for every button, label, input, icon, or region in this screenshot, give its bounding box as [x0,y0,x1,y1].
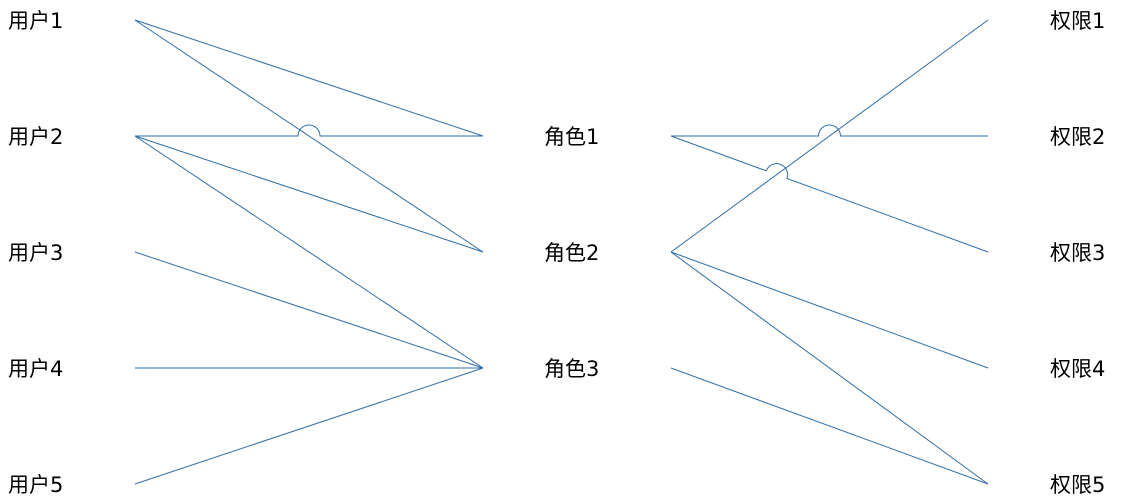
user-node-label-3: 用户3 [8,241,63,265]
permission-node-label-2: 权限2 [1050,125,1105,149]
edge-u2-r3 [134,135,484,369]
user-node-label-2: 用户2 [8,125,63,149]
permission-node-label-4: 权限4 [1050,357,1105,381]
edge-r2-p4 [670,251,989,369]
edge-r1-p2 [671,124,988,137]
user-node-label-5: 用户5 [8,473,63,497]
edge-u5-r3 [134,367,484,485]
role-node-label-1: 角色1 [544,125,599,149]
edge-u1-r1 [134,19,484,137]
permission-node-label-3: 权限3 [1050,241,1105,265]
edge-u2-r2 [134,135,484,253]
edge-r2-p5 [670,251,989,485]
user-node-label-1: 用户1 [8,9,63,33]
role-node-label-3: 角色3 [544,357,599,381]
user-node-label-4: 用户4 [8,357,63,381]
role-node-label-2: 角色2 [544,241,599,265]
labels-layer: 用户1 用户2 用户3 用户4 用户5 角色1 角色2 角色3 权限1 权限2 … [8,9,1105,497]
edge-r3-p5 [670,367,989,485]
permission-node-label-1: 权限1 [1050,9,1105,33]
edges-layer [134,19,989,485]
edge-r1-p3 [670,135,989,253]
edge-u3-r3 [134,251,484,369]
edge-u1-r2 [134,19,484,253]
edge-u2-r1 [135,124,483,137]
permission-node-label-5: 权限5 [1050,473,1105,497]
edge-r2-p1 [670,19,989,253]
